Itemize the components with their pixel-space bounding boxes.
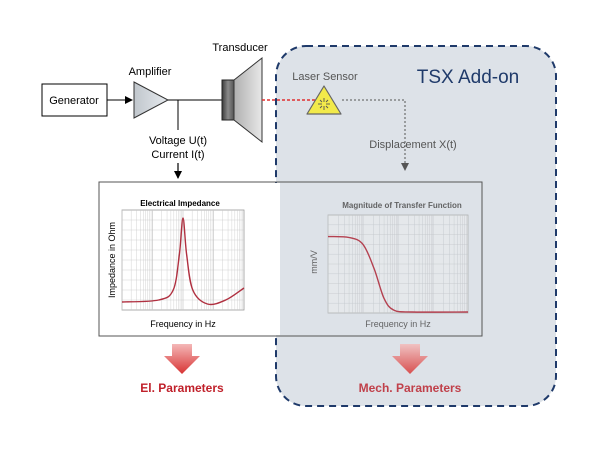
laser-sensor-label: Laser Sensor [292, 71, 358, 83]
impedance-chart-title: Electrical Impedance [140, 199, 220, 208]
impedance-curve [121, 217, 245, 306]
electrical-output-arrow [164, 344, 200, 374]
displacement-signal-path [342, 99, 409, 171]
electrical-impedance-chart: Electrical Impedance Frequency in Hz Imp… [107, 199, 245, 329]
current-signal-label: Current I(t) [151, 149, 204, 161]
generator-block [41, 83, 108, 117]
transfer-function-chart: Magnitude of Transfer Function Frequency… [309, 201, 469, 329]
transfer-grid [327, 215, 468, 313]
amplifier-label: Amplifier [129, 66, 172, 78]
analysis-frame [98, 181, 483, 337]
transfer-chart-title: Magnitude of Transfer Function [342, 201, 462, 210]
transducer-cone [233, 56, 263, 144]
transfer-curve [327, 235, 469, 313]
transfer-y-axis-label: mm/V [309, 250, 319, 274]
electrical-parameters-label: El. Parameters [140, 381, 224, 395]
generator-label: Generator [49, 95, 99, 107]
mechanical-parameters-label: Mech. Parameters [359, 381, 462, 395]
impedance-y-axis-label: Impedance in Ohm [107, 222, 117, 298]
transfer-x-axis-label: Frequency in Hz [365, 319, 431, 329]
voltage-signal-label: Voltage U(t) [149, 135, 207, 147]
laser-burst-icon [318, 98, 330, 110]
transducer-magnet [221, 79, 235, 121]
tsx-addon-title: TSX Add-on [417, 67, 519, 88]
amplifier-triangle [133, 81, 170, 119]
displacement-signal-label: Displacement X(t) [369, 139, 456, 151]
impedance-x-axis-label: Frequency in Hz [150, 319, 216, 329]
impedance-grid [121, 210, 244, 310]
transducer-label: Transducer [212, 42, 268, 54]
mechanical-output-arrow [392, 344, 428, 374]
